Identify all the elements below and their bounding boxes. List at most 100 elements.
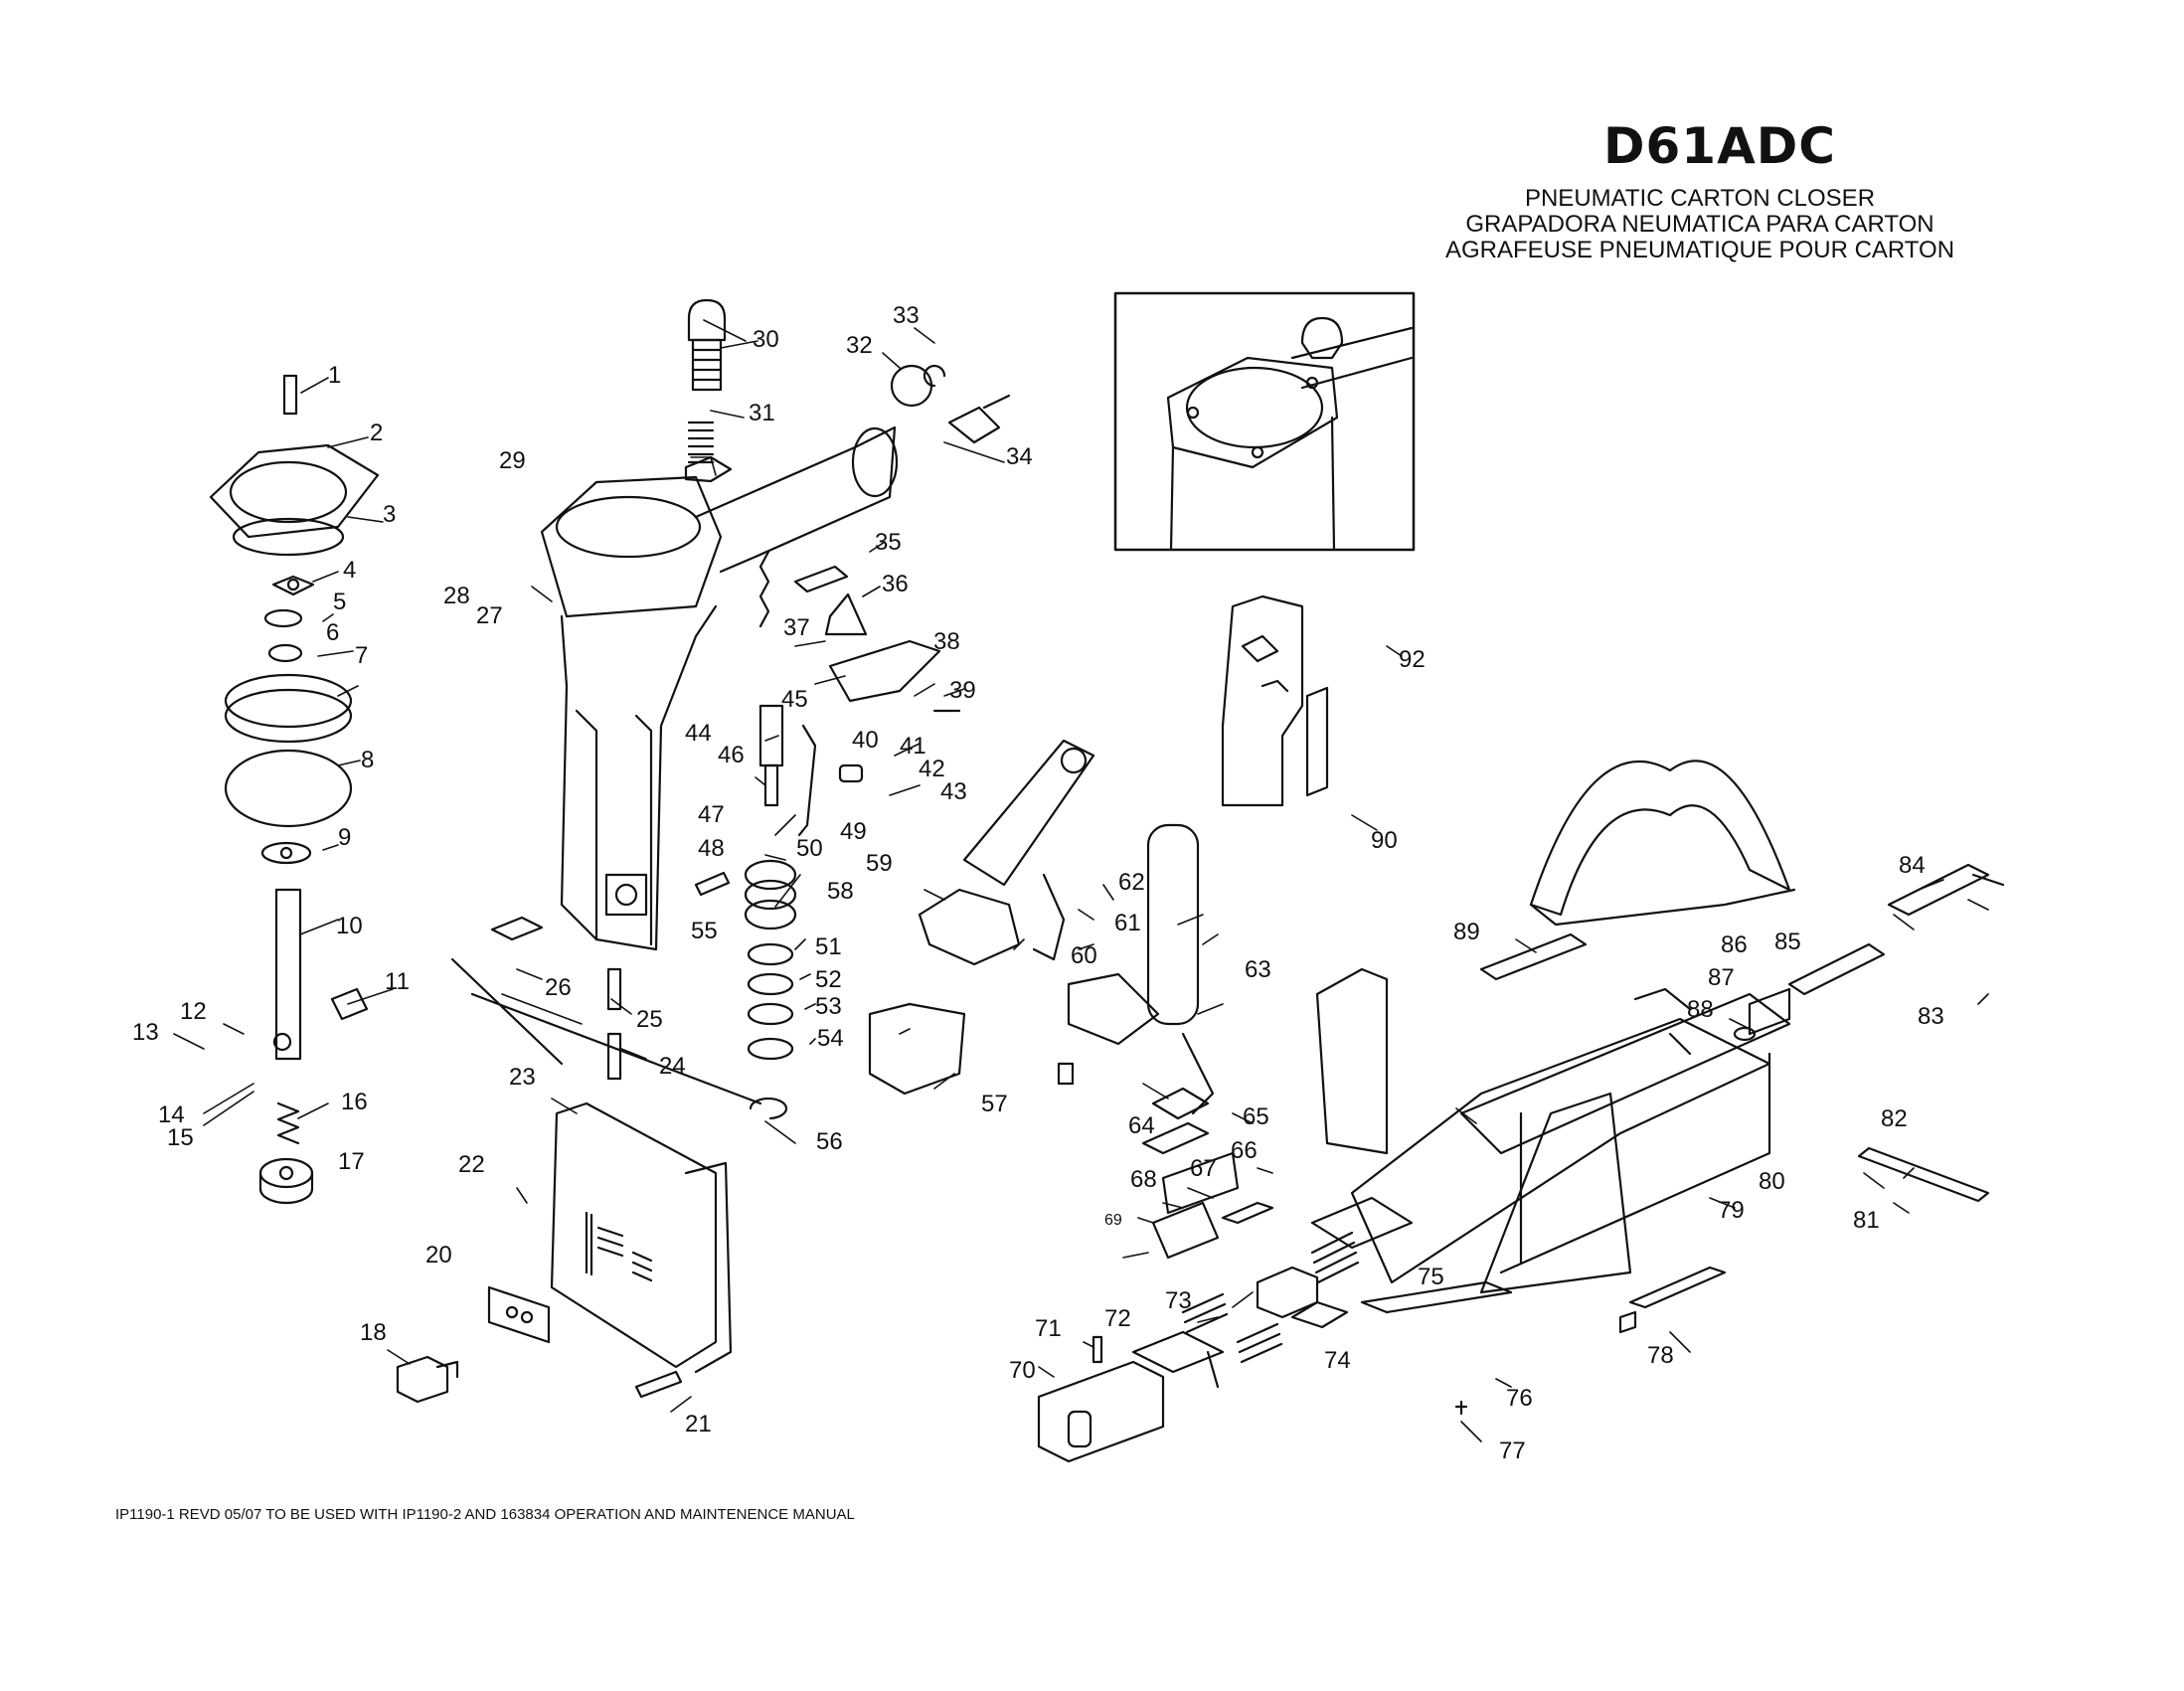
callout-55: 55: [691, 918, 718, 944]
callout-71: 71: [1035, 1315, 1062, 1342]
callout-48: 48: [698, 835, 725, 862]
callout-40: 40: [852, 727, 879, 754]
callout-87: 87: [1708, 964, 1735, 991]
callout-34: 34: [1006, 443, 1033, 470]
callout-32: 32: [846, 332, 873, 359]
callout-36: 36: [882, 571, 909, 597]
detail-inset: [1113, 291, 1416, 552]
callout-44: 44: [685, 720, 712, 747]
callout-8: 8: [361, 747, 375, 773]
callout-10: 10: [336, 913, 363, 939]
callout-68: 68: [1130, 1166, 1157, 1193]
callout-13: 13: [132, 1019, 159, 1046]
callout-25: 25: [636, 1006, 663, 1033]
callout-50: 50: [796, 835, 823, 862]
callout-33: 33: [893, 302, 920, 329]
callout-6: 6: [326, 619, 340, 646]
callout-62: 62: [1118, 869, 1145, 896]
footer-note: IP1190-1 REVD 05/07 TO BE USED WITH IP11…: [115, 1506, 855, 1523]
callout-79: 79: [1718, 1197, 1745, 1224]
callout-41: 41: [900, 733, 926, 760]
front-plate-group: [396, 916, 762, 1404]
callout-88: 88: [1687, 996, 1714, 1023]
callout-70: 70: [1009, 1357, 1036, 1384]
callout-15: 15: [167, 1124, 194, 1151]
callout-85: 85: [1774, 929, 1801, 955]
callout-75: 75: [1418, 1264, 1444, 1290]
callout-66: 66: [1231, 1137, 1258, 1164]
callout-47: 47: [698, 801, 725, 828]
callout-65: 65: [1243, 1103, 1269, 1130]
callout-60: 60: [1071, 942, 1097, 969]
callout-57: 57: [981, 1091, 1008, 1117]
callout-39: 39: [949, 677, 976, 704]
callout-80: 80: [1759, 1168, 1785, 1195]
callout-58: 58: [827, 878, 854, 905]
callout-81: 81: [1853, 1207, 1880, 1234]
callout-22: 22: [458, 1151, 485, 1178]
callout-84: 84: [1899, 852, 1926, 879]
callout-56: 56: [816, 1128, 843, 1155]
callout-59: 59: [866, 850, 893, 877]
callout-21: 21: [685, 1411, 712, 1437]
callout-30: 30: [753, 326, 779, 353]
callout-89: 89: [1453, 919, 1480, 945]
jaw-and-spring-group: [1037, 1231, 1468, 1463]
callout-86: 86: [1721, 931, 1748, 958]
callout-43: 43: [940, 778, 967, 805]
cap-and-piston-group: [209, 374, 380, 1205]
callout-16: 16: [341, 1089, 368, 1115]
callout-67: 67: [1190, 1155, 1217, 1182]
rear-parts-group: [1221, 594, 2005, 1334]
callout-54: 54: [817, 1025, 844, 1052]
callout-46: 46: [718, 742, 745, 768]
callout-3: 3: [383, 501, 397, 528]
magazine-frame: [1221, 760, 1796, 1294]
callout-42: 42: [919, 756, 945, 782]
callout-61: 61: [1114, 910, 1141, 936]
callout-12: 12: [180, 998, 207, 1025]
callout-35: 35: [875, 529, 902, 556]
callout-45: 45: [781, 686, 808, 713]
callout-82: 82: [1881, 1105, 1908, 1132]
title-english: PNEUMATIC CARTON CLOSER: [1524, 185, 1876, 212]
callout-26: 26: [545, 974, 572, 1001]
callout-83: 83: [1918, 1003, 1944, 1030]
linkage-group: [918, 739, 1240, 1260]
callout-11: 11: [385, 968, 410, 995]
callout-leaders: [173, 319, 1989, 1442]
callout-64: 64: [1128, 1112, 1155, 1139]
callout-76: 76: [1506, 1385, 1533, 1412]
callout-29: 29: [499, 447, 526, 474]
callout-72: 72: [1104, 1305, 1131, 1332]
callout-69: 69: [1104, 1212, 1122, 1229]
main-housing: [540, 425, 899, 951]
callout-78: 78: [1647, 1342, 1674, 1369]
callout-38: 38: [933, 628, 960, 655]
callout-63: 63: [1245, 956, 1271, 983]
callout-23: 23: [509, 1064, 536, 1091]
callout-73: 73: [1165, 1287, 1192, 1314]
callout-90: 90: [1371, 827, 1398, 854]
callout-14: 14: [158, 1101, 185, 1128]
callout-17: 17: [338, 1148, 365, 1175]
callout-7: 7: [355, 642, 369, 669]
title-french: AGRAFEUSE PNEUMATIQUE POUR CARTON: [1444, 237, 1955, 263]
callout-24: 24: [659, 1053, 686, 1080]
callout-31: 31: [749, 400, 775, 426]
callout-18: 18: [360, 1319, 387, 1346]
callout-49: 49: [840, 818, 867, 845]
callout-51: 51: [815, 933, 842, 960]
callout-52: 52: [815, 966, 842, 993]
callout-4: 4: [343, 557, 357, 584]
callout-20: 20: [425, 1242, 452, 1268]
valve-assembly: [687, 298, 1011, 1120]
callout-1: 1: [328, 362, 342, 389]
callout-9: 9: [338, 824, 352, 851]
callout-27: 27: [476, 602, 503, 629]
model-number: D61ADC: [1603, 117, 1836, 175]
callout-28: 28: [443, 583, 470, 609]
callout-74: 74: [1324, 1347, 1351, 1374]
